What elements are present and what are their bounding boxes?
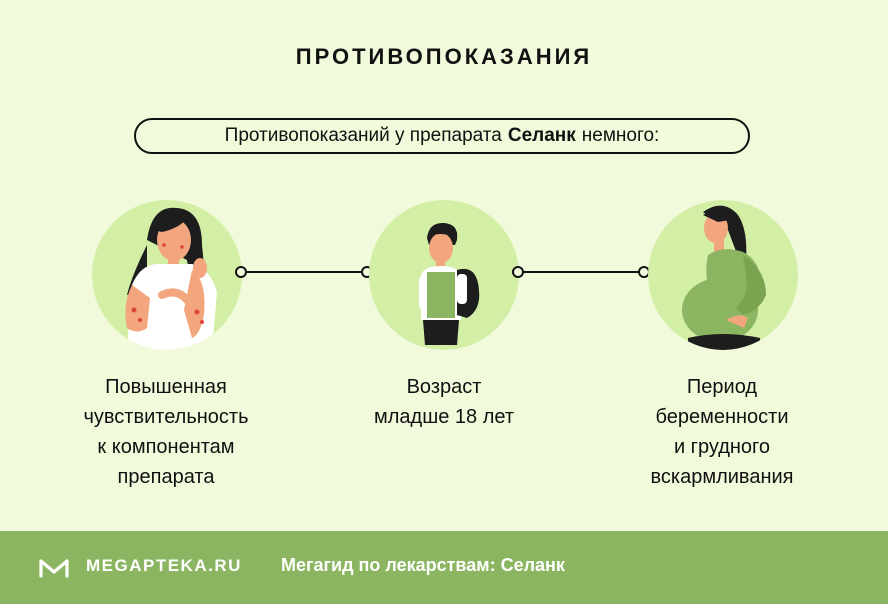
pregnant-woman-icon	[682, 205, 766, 350]
footer-bar: MEGAPTEKA.RU Мегагид по лекарствам: Села…	[0, 531, 888, 604]
guide-title: Мегагид по лекарствам: Селанк	[281, 555, 565, 575]
intro-text-after: немного:	[581, 125, 660, 146]
caption-hypersensitivity: Повышенная чувствительность к компонента…	[83, 376, 249, 488]
intro-drug-name: Селанк	[507, 125, 576, 146]
allergy-illustration	[92, 200, 242, 350]
brand-name[interactable]: MEGAPTEKA.RU	[86, 556, 242, 575]
intro-banner: Противопоказаний у препарата Селанк немн…	[134, 118, 750, 154]
caption-age: Возраст младше 18 лет	[373, 376, 515, 428]
connector-line-2	[511, 265, 651, 279]
page-title: ПРОТИВОПОКАЗАНИЯ	[295, 44, 593, 69]
connector-line-1	[234, 265, 374, 279]
age-illustration	[369, 200, 519, 350]
schoolboy-with-backpack-icon	[419, 222, 480, 345]
megapteka-logo-icon	[39, 559, 69, 578]
pregnancy-illustration	[648, 200, 798, 350]
caption-pregnancy: Период беременности и грудного вскармлив…	[650, 376, 794, 488]
intro-text-before: Противопоказаний у препарата	[224, 125, 502, 146]
woman-with-rash-icon	[125, 207, 217, 350]
